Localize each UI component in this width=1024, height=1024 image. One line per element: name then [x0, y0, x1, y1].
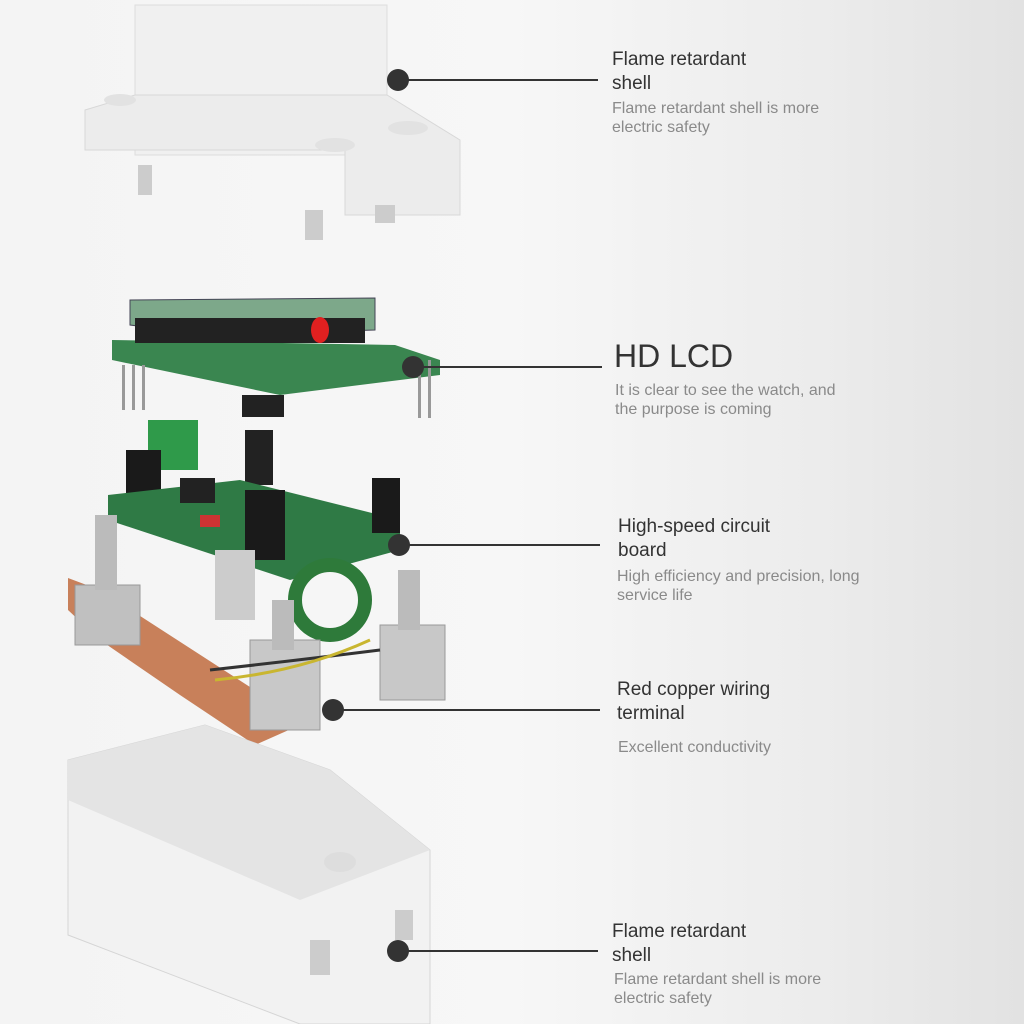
callout-line [333, 709, 600, 711]
bottom-shell-title-line1: Flame retardant [612, 921, 747, 942]
bottom-shell-desc-line2: electric safety [614, 990, 712, 1007]
circuit-board-desc-line2: service life [617, 587, 693, 604]
circuit-board-desc-line1: High efficiency and precision, long [617, 568, 860, 585]
hd-lcd-title: HD LCD [614, 338, 734, 374]
circuit-board [108, 420, 400, 642]
copper-terminal-desc-line1: Excellent conductivity [618, 739, 771, 756]
hd-lcd-desc-line1: It is clear to see the watch, and [615, 382, 836, 399]
top-shell-title-line2: shell [612, 73, 652, 94]
top-shell-title-line1: Flame retardant [612, 49, 747, 70]
circuit-board-title-line2: board [618, 540, 667, 561]
bottom-shell-desc-line1: Flame retardant shell is more [614, 971, 822, 988]
top-shell-desc-line2: electric safety [612, 119, 710, 136]
circuit-board-title-line1: High-speed circuit [618, 516, 771, 537]
top-shell-desc-line1: Flame retardant shell is more [612, 100, 820, 117]
callout-line [398, 79, 598, 81]
callout-line [398, 950, 598, 952]
bottom-shell [67, 724, 431, 1024]
callout-line [399, 544, 600, 546]
hd-lcd-desc-line2: the purpose is coming [615, 401, 772, 418]
copper-terminal-title-line2: terminal [617, 703, 685, 724]
copper-terminal [68, 515, 446, 745]
lcd-board [112, 297, 440, 418]
copper-terminal-title-line1: Red copper wiring [617, 679, 771, 700]
callout-line [413, 366, 602, 368]
bottom-shell-title-line2: shell [612, 945, 652, 966]
top-shell [84, 4, 461, 240]
